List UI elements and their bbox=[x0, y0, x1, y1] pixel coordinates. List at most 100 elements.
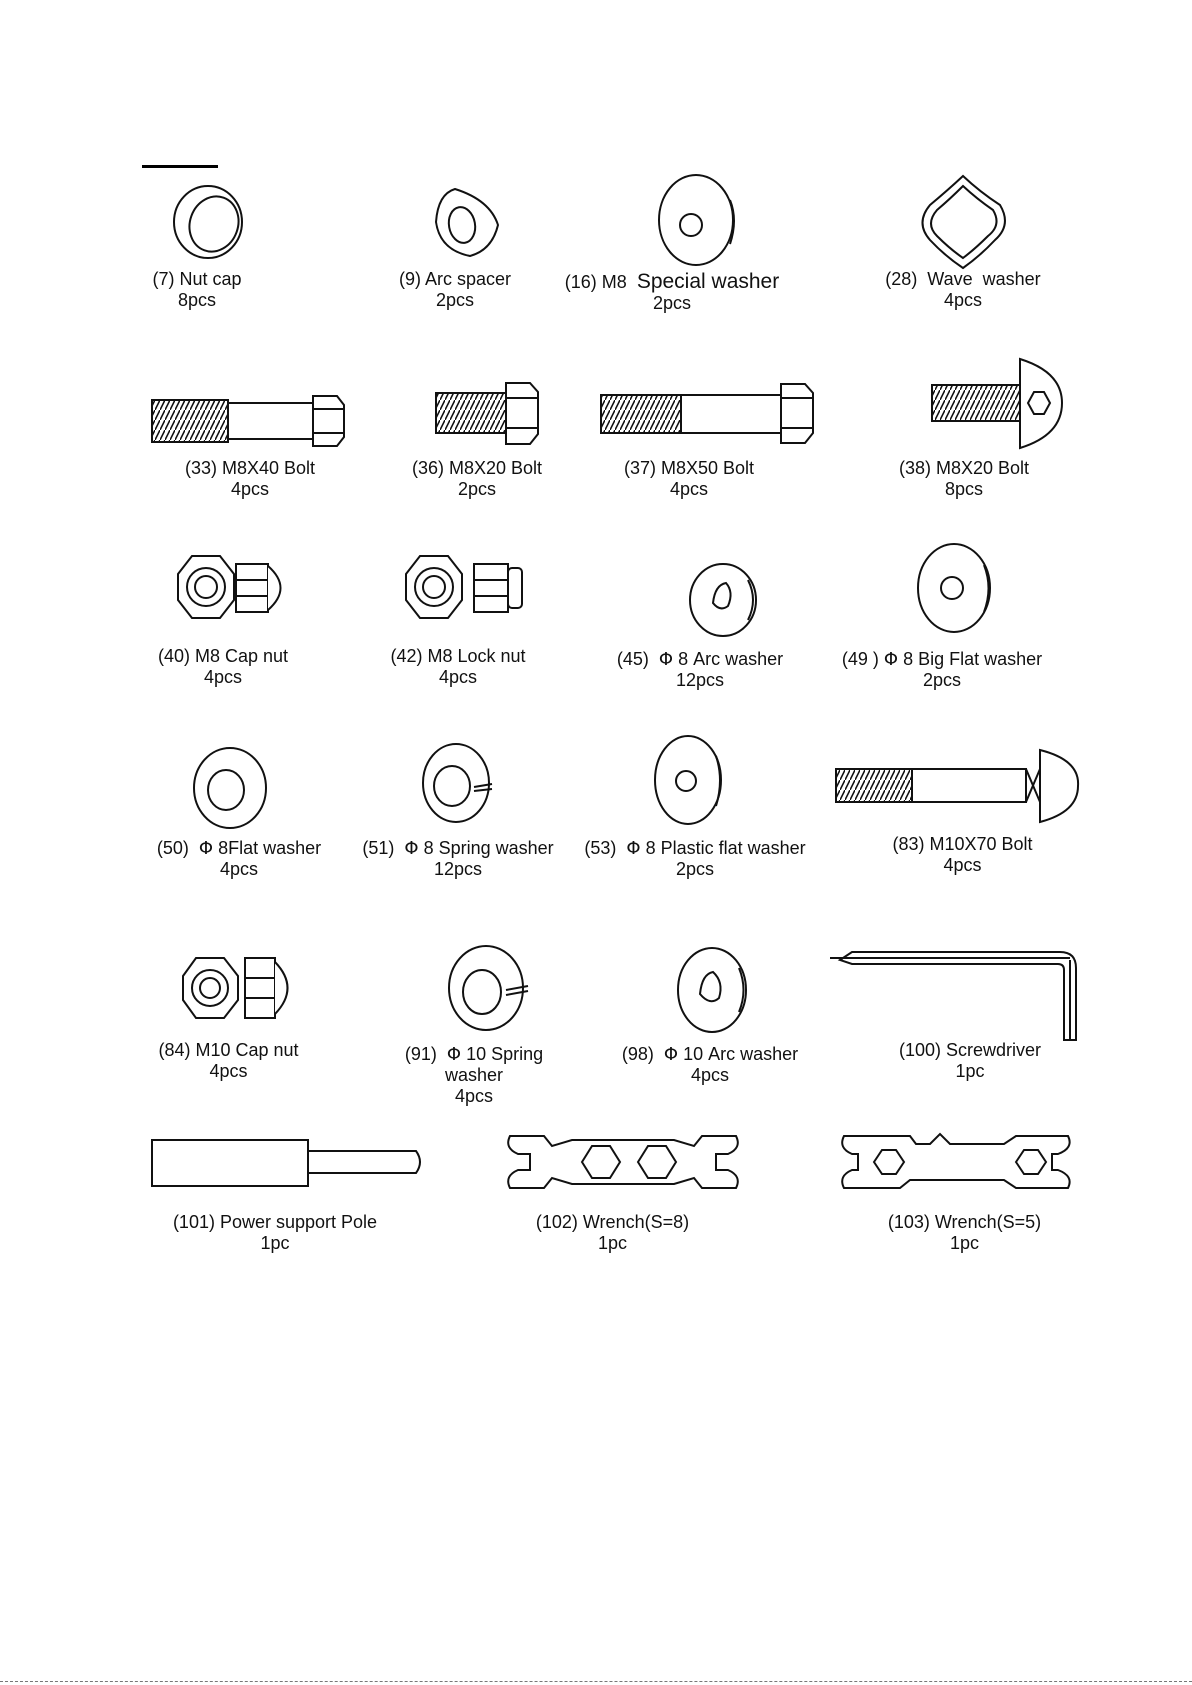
part-name: (83) M10X70 Bolt bbox=[892, 834, 1033, 854]
part-qty: 12pcs bbox=[433, 859, 483, 879]
part-label-bolt-36: (36) M8X20 Bolt 2pcs bbox=[402, 458, 552, 500]
part-label-flat-washer-50: (50) Φ 8Flat washer 4pcs bbox=[139, 838, 339, 880]
spring-washer-51-icon bbox=[422, 743, 493, 823]
part-qty: 1pc bbox=[949, 1233, 980, 1253]
part-label-spring-washer-91: (91) Φ 10 Spring washer 4pcs bbox=[394, 1044, 554, 1107]
arc-washer-45-icon bbox=[689, 563, 757, 637]
part-label-cap-nut-84: (84) M10 Cap nut 4pcs bbox=[146, 1040, 311, 1082]
part-name: Special washer bbox=[636, 270, 780, 293]
big-flat-washer-49-icon bbox=[917, 543, 991, 633]
special-washer-icon bbox=[658, 174, 735, 266]
phi-symbol: Φ bbox=[404, 838, 419, 859]
flat-washer-50-icon bbox=[193, 747, 267, 829]
part-label-cap-nut-40: (40) M8 Cap nut 4pcs bbox=[148, 646, 298, 688]
part-qty: 4pcs bbox=[209, 1061, 248, 1081]
part-qty: 12pcs bbox=[675, 670, 725, 690]
part-qty: 8pcs bbox=[944, 479, 984, 499]
part-label-bolt-38: (38) M8X20 Bolt 8pcs bbox=[889, 458, 1039, 500]
part-name: (7) Nut cap bbox=[152, 269, 242, 289]
part-label-nut-cap: (7) Nut cap 8pcs bbox=[137, 269, 257, 311]
part-name-prefix: (16) M8 bbox=[564, 272, 627, 292]
nut-cap-icon bbox=[173, 185, 243, 259]
part-name: 8 Plastic flat washer bbox=[645, 838, 806, 858]
phi-symbol: Φ bbox=[446, 1044, 462, 1065]
part-name-prefix: (49 ) bbox=[841, 649, 879, 669]
part-qty: 4pcs bbox=[690, 1065, 730, 1085]
bolt-36-icon bbox=[435, 382, 539, 445]
part-qty: 4pcs bbox=[454, 1086, 494, 1106]
part-label-wrench-103: (103) Wrench(S=5) 1pc bbox=[872, 1212, 1057, 1254]
part-name-prefix: (91) bbox=[404, 1044, 437, 1064]
part-label-bolt-33: (33) M8X40 Bolt 4pcs bbox=[175, 458, 325, 500]
phi-symbol: Φ bbox=[663, 1044, 679, 1065]
part-qty: 4pcs bbox=[943, 290, 983, 310]
bolt-83-icon bbox=[835, 748, 1080, 824]
part-label-wrench-102: (102) Wrench(S=8) 1pc bbox=[520, 1212, 705, 1254]
phi-symbol: Φ bbox=[198, 838, 214, 859]
page-bottom-border bbox=[0, 1681, 1192, 1682]
part-qty: 4pcs bbox=[230, 479, 270, 499]
part-name: (84) M10 Cap nut bbox=[158, 1040, 299, 1060]
wave-washer-icon bbox=[921, 174, 1006, 270]
part-label-spring-washer-51: (51) Φ 8 Spring washer 12pcs bbox=[348, 838, 568, 880]
part-name: (38) M8X20 Bolt bbox=[898, 458, 1030, 478]
part-qty: 8pcs bbox=[177, 290, 217, 310]
cap-nut-84-icon bbox=[182, 957, 289, 1019]
part-label-wave-washer: (28) Wave washer 4pcs bbox=[878, 269, 1048, 311]
part-name: (102) Wrench(S=8) bbox=[535, 1212, 690, 1232]
part-label-lock-nut-42: (42) M8 Lock nut 4pcs bbox=[383, 646, 533, 688]
part-name-prefix: (98) bbox=[621, 1044, 654, 1064]
part-name: 8 Arc washer bbox=[678, 649, 784, 669]
part-name: (103) Wrench(S=5) bbox=[887, 1212, 1042, 1232]
part-label-plastic-washer-53: (53) Φ 8 Plastic flat washer 2pcs bbox=[570, 838, 820, 880]
part-name-prefix: (51) bbox=[362, 838, 395, 858]
header-underline bbox=[142, 165, 218, 168]
part-name: 8Flat washer bbox=[218, 838, 322, 858]
wrench-103-icon bbox=[841, 1132, 1071, 1189]
part-name: (33) M8X40 Bolt bbox=[184, 458, 316, 478]
part-name: (36) M8X20 Bolt bbox=[411, 458, 543, 478]
arc-spacer-icon bbox=[434, 187, 500, 258]
arc-washer-98-icon bbox=[677, 947, 747, 1033]
phi-symbol: Φ bbox=[658, 649, 674, 670]
part-name: (100) Screwdriver bbox=[898, 1040, 1042, 1060]
part-qty: 2pcs bbox=[652, 293, 692, 313]
part-name: (28) Wave washer bbox=[885, 269, 1041, 289]
part-label-big-flat-washer-49: (49 ) Φ 8 Big Flat washer 2pcs bbox=[832, 649, 1052, 691]
part-qty: 4pcs bbox=[943, 855, 982, 875]
part-qty: 2pcs bbox=[675, 859, 715, 879]
bolt-38-icon bbox=[931, 357, 1064, 450]
part-name: 8 Spring washer bbox=[423, 838, 554, 858]
part-label-special-washer: (16) M8 Special washer 2pcs bbox=[552, 271, 792, 314]
part-qty: 2pcs bbox=[435, 290, 475, 310]
part-label-support-pole-101: (101) Power support Pole 1pc bbox=[155, 1212, 395, 1254]
part-name: (42) M8 Lock nut bbox=[390, 646, 526, 666]
cap-nut-40-icon bbox=[177, 555, 282, 619]
part-label-arc-washer-45: (45) Φ 8 Arc washer 12pcs bbox=[610, 649, 790, 691]
part-name: 10 Spring bbox=[466, 1044, 544, 1064]
part-name: 10 Arc washer bbox=[683, 1044, 799, 1064]
part-qty: 4pcs bbox=[219, 859, 259, 879]
part-label-arc-spacer: (9) Arc spacer 2pcs bbox=[390, 269, 520, 311]
wrench-102-icon bbox=[507, 1135, 739, 1189]
part-name: (37) M8X50 Bolt bbox=[623, 458, 755, 478]
part-name: (101) Power support Pole bbox=[172, 1212, 378, 1232]
part-qty: 1pc bbox=[597, 1233, 628, 1253]
phi-symbol: Φ bbox=[883, 649, 899, 670]
part-qty: 1pc bbox=[955, 1061, 985, 1081]
part-name-prefix: (45) bbox=[616, 649, 649, 669]
part-qty: 4pcs bbox=[438, 667, 478, 687]
part-qty: 1pc bbox=[260, 1233, 290, 1253]
part-name-line2: washer bbox=[444, 1065, 504, 1085]
part-name: (9) Arc spacer bbox=[398, 269, 512, 289]
part-qty: 4pcs bbox=[203, 667, 243, 687]
part-name: 8 Big Flat washer bbox=[903, 649, 1043, 669]
bolt-33-icon bbox=[151, 395, 345, 447]
spring-washer-91-icon bbox=[448, 945, 529, 1031]
support-pole-101-icon bbox=[151, 1139, 421, 1187]
plastic-washer-53-icon bbox=[654, 735, 722, 825]
screwdriver-100-icon bbox=[830, 951, 1077, 1041]
lock-nut-42-icon bbox=[405, 555, 523, 619]
